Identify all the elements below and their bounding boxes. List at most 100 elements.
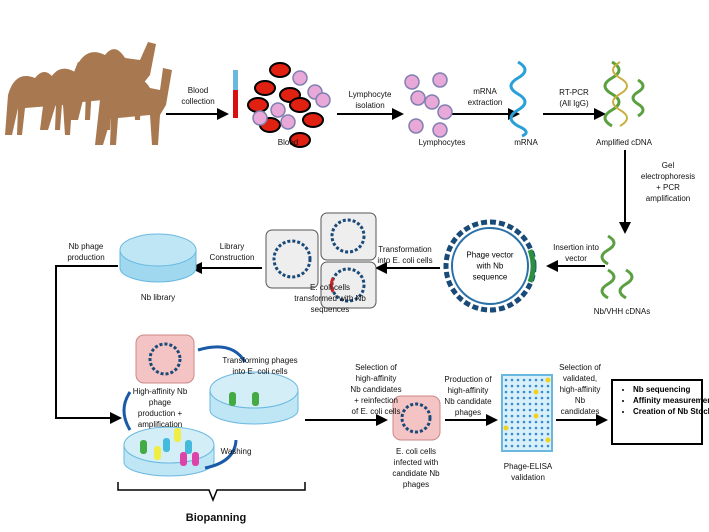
plate-well xyxy=(516,414,520,418)
label-insertion: Insertion into vector xyxy=(553,243,599,263)
plate-well xyxy=(546,444,550,448)
plate-well xyxy=(534,426,538,430)
plate-well xyxy=(510,426,514,430)
plate-well xyxy=(528,408,532,412)
label-selection-reinfection: Selection of high-affinity Nb candidates… xyxy=(350,363,402,416)
phage-vector-icon xyxy=(443,219,537,313)
label-phage-elisa: Phage-ELISA validation xyxy=(503,462,553,482)
plate-well xyxy=(540,420,544,424)
plate-well xyxy=(510,414,514,418)
label-rt-pcr: RT-PCR (All IgG) xyxy=(559,88,589,108)
plate-well xyxy=(522,408,526,412)
plate-well xyxy=(510,408,514,412)
lymphocyte-cell xyxy=(404,74,420,90)
plate-well xyxy=(528,396,532,400)
plate-well xyxy=(504,390,508,394)
plate-well xyxy=(540,408,544,412)
plate-well xyxy=(516,396,520,400)
plate-well xyxy=(510,420,514,424)
label-transformation: Transformation into E. coli cells xyxy=(377,245,433,265)
plate-well xyxy=(540,444,544,448)
plate-well xyxy=(546,384,550,388)
plate-well xyxy=(546,426,550,430)
plate-well xyxy=(546,432,550,436)
nb-vhh-cdna-icon xyxy=(600,234,634,300)
plate-well xyxy=(510,384,514,388)
plate-well xyxy=(510,402,514,406)
plate-well xyxy=(522,420,526,424)
plate-well xyxy=(504,384,508,388)
red-blood-cell xyxy=(289,132,311,148)
label-washing: Washing xyxy=(220,447,252,456)
lymphocyte-cell xyxy=(437,104,453,120)
label-biopanning: Biopanning xyxy=(185,512,247,524)
plate-well xyxy=(510,390,514,394)
positive-well xyxy=(503,425,509,431)
positive-well xyxy=(533,413,539,419)
plate-well xyxy=(540,378,544,382)
lymphocyte-cell xyxy=(432,72,448,88)
plate-well xyxy=(534,438,538,442)
plate-well xyxy=(510,396,514,400)
red-blood-cell xyxy=(254,80,276,96)
plate-well xyxy=(528,432,532,436)
plate-well xyxy=(522,414,526,418)
result-item: Nb sequencing xyxy=(633,385,699,395)
label-phage-vector: Phage vector with Nb sequence xyxy=(466,250,514,282)
plate-well xyxy=(504,420,508,424)
lymphocyte-cell xyxy=(252,110,268,126)
plate-well xyxy=(522,426,526,430)
plate-well xyxy=(534,432,538,436)
plate-well xyxy=(516,384,520,388)
plate-well xyxy=(534,402,538,406)
ecoli-infected-icon xyxy=(392,395,441,441)
nb-library-dish-icon xyxy=(119,233,197,283)
plate-well xyxy=(504,432,508,436)
plate-well xyxy=(516,426,520,430)
label-selection-validated: Selection of validated, high-affinity Nb… xyxy=(559,363,601,416)
plate-well xyxy=(540,384,544,388)
plate-well xyxy=(510,432,514,436)
elisa-plate-icon xyxy=(501,374,553,452)
red-blood-cell xyxy=(289,97,311,113)
label-lymphocytes: Lymphocytes xyxy=(418,138,466,147)
plate-well xyxy=(522,396,526,400)
lymphocytes-icon xyxy=(404,72,453,138)
plate-well xyxy=(534,378,538,382)
positive-well xyxy=(545,377,551,383)
plate-well xyxy=(522,432,526,436)
label-transforming-phages: Transforming phages into E. coli cells xyxy=(222,356,298,376)
blood-tube-icon xyxy=(233,70,238,118)
plate-well xyxy=(516,432,520,436)
plate-well xyxy=(522,402,526,406)
plate-well xyxy=(516,378,520,382)
plate-well xyxy=(522,438,526,442)
lymphocyte-cell xyxy=(410,90,426,106)
plate-well xyxy=(546,420,550,424)
positive-well xyxy=(545,437,551,443)
label-lymphocyte-isolation: Lymphocyte isolation xyxy=(348,90,392,110)
plate-well xyxy=(504,444,508,448)
label-blood: Blood xyxy=(277,138,299,147)
plate-well xyxy=(540,426,544,430)
plate-well xyxy=(504,396,508,400)
lymphocyte-cell xyxy=(280,114,296,130)
biopanning-cycle-icon xyxy=(117,334,306,503)
plate-well xyxy=(540,438,544,442)
label-nb-vhh-cdnas: Nb/VHH cDNAs xyxy=(593,307,651,316)
plate-well xyxy=(534,408,538,412)
label-mrna-extraction: mRNA extraction xyxy=(467,87,503,107)
plate-well xyxy=(516,444,520,448)
plate-well xyxy=(528,384,532,388)
plate-well xyxy=(510,378,514,382)
camel-herd-icon xyxy=(5,42,172,145)
lymphocyte-cell xyxy=(292,70,308,86)
red-blood-cell xyxy=(269,62,291,78)
label-production-candidates: Production of high-affinity Nb candidate… xyxy=(444,375,492,417)
plate-well xyxy=(516,402,520,406)
lymphocyte-cell xyxy=(432,122,448,138)
plate-well xyxy=(540,414,544,418)
plate-well xyxy=(522,378,526,382)
lymphocyte-cell xyxy=(315,92,331,108)
